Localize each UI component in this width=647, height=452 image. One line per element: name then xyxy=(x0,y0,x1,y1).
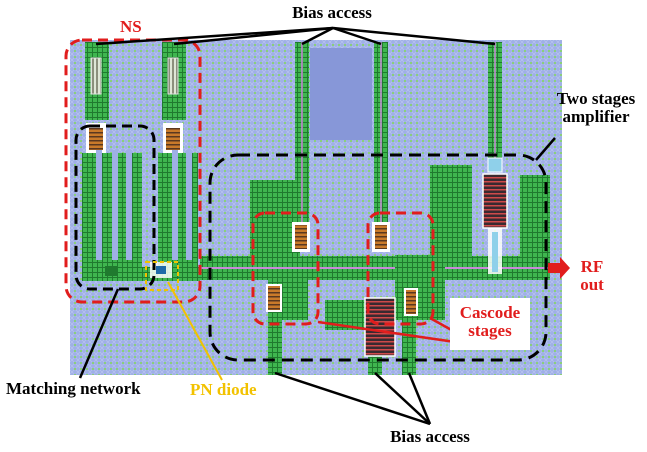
amplifier-metal xyxy=(250,165,550,330)
amplifier-box xyxy=(208,153,548,362)
upper-plate xyxy=(310,48,372,140)
rf-out-arrow xyxy=(548,257,570,279)
cascode-box-left xyxy=(251,211,320,326)
rf-line2: out xyxy=(580,274,604,294)
two-stages-label: Two stages amplifier xyxy=(548,90,644,126)
cascode-line2: stages xyxy=(468,320,512,340)
pn-diode-label: PN diode xyxy=(190,380,257,399)
two-stages-leader xyxy=(535,137,556,161)
top-bias-lines xyxy=(295,42,502,222)
rf-out-label: RF out xyxy=(572,258,612,294)
cascode-label-bg xyxy=(450,298,530,350)
pn-leader xyxy=(167,281,223,381)
two-stages-line2: amplifier xyxy=(562,106,630,126)
bottom-bias-label: Bias access xyxy=(390,427,470,446)
components xyxy=(105,157,508,357)
matching-network-label: Matching network xyxy=(6,379,141,398)
top-bias-label: Bias access xyxy=(292,3,372,22)
matching-leader xyxy=(78,288,120,379)
bottom-bias-leaders xyxy=(274,371,432,426)
pn-diode-box xyxy=(145,261,179,291)
cascode-label: Cascode stages xyxy=(450,304,530,340)
ns-box xyxy=(64,38,202,304)
ns-label: NS xyxy=(120,17,142,36)
cascode-box-right xyxy=(366,211,435,326)
cascode-line1: Cascode xyxy=(459,303,521,322)
rf-line1: RF xyxy=(580,257,604,276)
matching-network-box xyxy=(74,124,156,291)
two-stages-line1: Two stages xyxy=(556,89,636,108)
top-bias-leaders xyxy=(95,26,496,46)
